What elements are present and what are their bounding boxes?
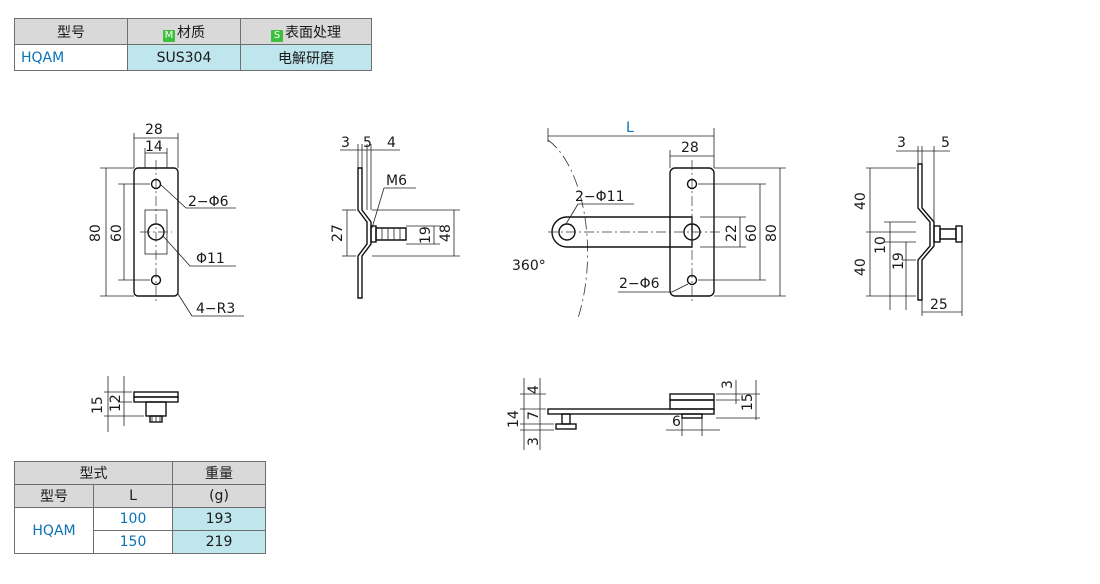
right-dim-3: 3 bbox=[897, 135, 906, 151]
right-dim-40b: 40 bbox=[853, 258, 869, 276]
right-dim-25: 25 bbox=[930, 297, 948, 313]
bl-dim-15: 15 bbox=[90, 396, 106, 414]
bm-dim-3b: 3 bbox=[720, 380, 736, 389]
weight-value-row2: 219 bbox=[172, 530, 266, 554]
weight-unit: (g) bbox=[172, 484, 266, 508]
main-dim-28: 28 bbox=[681, 140, 699, 156]
side-dim-3: 3 bbox=[341, 135, 350, 151]
front-radius: 4−R3 bbox=[196, 301, 235, 317]
bottom-left-view: 15 12 bbox=[90, 376, 179, 432]
side-dim-19: 19 bbox=[418, 226, 434, 244]
material-value: SUS304 bbox=[127, 44, 241, 71]
header-material-label: 材质 bbox=[177, 24, 205, 41]
side-dim-27: 27 bbox=[330, 224, 346, 242]
front-dim-80: 80 bbox=[88, 224, 104, 242]
bm-dim-14: 14 bbox=[506, 410, 522, 428]
front-dim-60: 60 bbox=[109, 224, 125, 242]
bm-dim-6: 6 bbox=[672, 414, 681, 430]
surface-value: 电解研磨 bbox=[240, 44, 372, 71]
main-dim-60: 60 bbox=[744, 224, 760, 242]
main-holes-large: 2−Φ11 bbox=[575, 189, 624, 205]
bl-dim-12: 12 bbox=[108, 394, 124, 412]
surface-mark-icon: S bbox=[271, 29, 283, 42]
main-dim-length: L bbox=[626, 120, 634, 136]
material-mark-icon: M bbox=[163, 29, 175, 42]
right-dim-5: 5 bbox=[941, 135, 950, 151]
bm-dim-4: 4 bbox=[526, 385, 542, 394]
side-dim-48: 48 bbox=[438, 224, 454, 242]
right-dim-10: 10 bbox=[873, 236, 889, 254]
weight-model-value: HQAM bbox=[14, 507, 94, 554]
weight-header: 重量 bbox=[172, 461, 266, 485]
front-dim-28: 28 bbox=[145, 122, 163, 138]
bm-dim-3a: 3 bbox=[526, 437, 542, 446]
main-dim-80: 80 bbox=[764, 224, 780, 242]
bm-dim-15: 15 bbox=[740, 393, 756, 411]
side-dim-5: 5 bbox=[363, 135, 372, 151]
weight-length-row2: 150 bbox=[93, 530, 173, 554]
header-surface-label: 表面处理 bbox=[285, 24, 341, 41]
weight-group-header: 型式 bbox=[14, 461, 173, 485]
header-model: 型号 bbox=[14, 18, 128, 45]
front-dim-14: 14 bbox=[145, 139, 163, 155]
side-dim-4: 4 bbox=[387, 135, 396, 151]
main-holes-small: 2−Φ6 bbox=[619, 276, 660, 292]
front-view: 28 14 80 60 2−Φ6 Φ11 4−R3 bbox=[88, 122, 244, 317]
weight-value-row1: 193 bbox=[172, 507, 266, 531]
front-hole-small: 2−Φ6 bbox=[188, 194, 229, 210]
main-view: L 28 2−Φ11 2−Φ6 360° 22 60 80 bbox=[512, 120, 786, 319]
weight-length-header: L bbox=[93, 484, 173, 508]
right-dim-40a: 40 bbox=[853, 192, 869, 210]
right-dim-19: 19 bbox=[891, 252, 907, 270]
weight-table: 型式 重量 型号 L (g) HQAM 100 193 150 219 bbox=[14, 461, 266, 554]
main-angle: 360° bbox=[512, 258, 546, 274]
weight-length-row1: 100 bbox=[93, 507, 173, 531]
main-dim-22: 22 bbox=[724, 224, 740, 242]
side-thread: M6 bbox=[386, 173, 407, 189]
bottom-mid-view: 4 14 7 3 3 15 6 bbox=[506, 378, 760, 450]
front-hole-large: Φ11 bbox=[196, 251, 225, 267]
right-view: 3 5 40 10 19 40 25 bbox=[853, 135, 963, 316]
model-value: HQAM bbox=[14, 44, 128, 71]
side-view: 3 5 4 M6 27 19 48 bbox=[330, 135, 460, 299]
bm-dim-7: 7 bbox=[526, 411, 542, 420]
weight-model-header: 型号 bbox=[14, 484, 94, 508]
